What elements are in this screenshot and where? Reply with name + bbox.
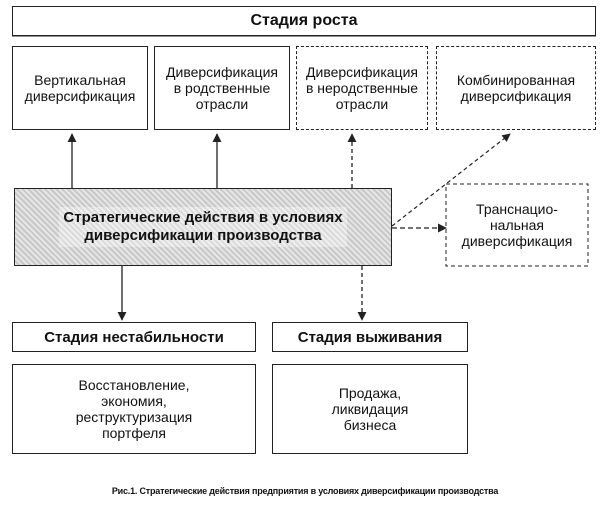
growth-stage-title: Стадия роста [250,12,358,29]
arrow-to-combined [391,133,511,227]
instability-content-box: Восстановление, экономия, реструктуризац… [12,364,256,454]
survival-stage-title: Стадия выживания [297,328,443,346]
survival-stage-header: Стадия выживания [272,322,468,352]
related-diversification-box: Диверсификация в родственные отрасли [154,46,290,130]
vertical-diversification-box: Вертикальная диверсификация [12,46,148,130]
combined-diversification-box: Комбинированная диверсификация [436,46,596,130]
transnational-diversification-box: Транснацио- нальная диверсификация [446,184,588,266]
strategic-actions-label: Стратегические действия в условиях дивер… [59,207,347,247]
instability-stage-title: Стадия нестабильности [44,328,224,346]
related-diversification-label: Диверсификация в родственные отрасли [166,64,278,112]
vertical-diversification-label: Вертикальная диверсификация [24,72,136,104]
transnational-diversification-label: Транснацио- нальная диверсификация [461,201,573,249]
unrelated-diversification-label: Диверсификация в неродственные отрасли [305,64,419,112]
figure-caption: Рис.1. Стратегические действия предприят… [0,486,610,496]
figure-caption-text: Рис.1. Стратегические действия предприят… [111,486,499,496]
instability-stage-header: Стадия нестабильности [12,322,256,352]
strategic-actions-box: Стратегические действия в условиях дивер… [14,188,392,266]
unrelated-diversification-box: Диверсификация в неродственные отрасли [296,46,428,130]
combined-diversification-label: Комбинированная диверсификация [456,72,576,104]
transnational-box-border [445,183,589,267]
growth-stage-header: Стадия роста [12,6,596,36]
survival-content-box: Продажа, ликвидация бизнеса [272,364,468,454]
survival-content-label: Продажа, ликвидация бизнеса [331,385,409,433]
instability-content-label: Восстановление, экономия, реструктуризац… [75,377,193,441]
